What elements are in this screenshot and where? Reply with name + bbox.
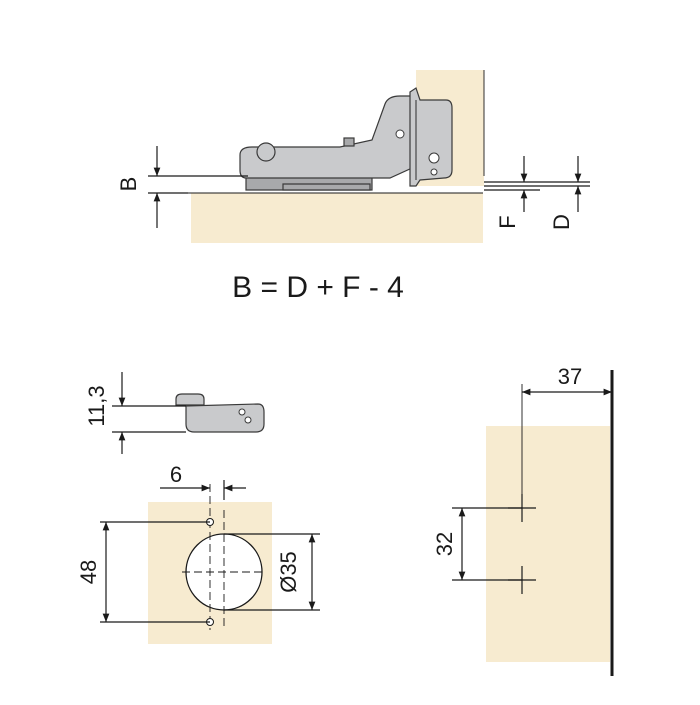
dimension-f-d: F D bbox=[484, 156, 590, 230]
label-cup-diameter: Ø35 bbox=[276, 551, 301, 593]
hinge-cup bbox=[409, 87, 453, 187]
formula: B = D + F - 4 bbox=[232, 271, 404, 304]
label-d: D bbox=[549, 214, 574, 230]
label-f: F bbox=[495, 215, 520, 228]
arm-pivot bbox=[256, 142, 276, 162]
cabinet-panel bbox=[191, 193, 483, 243]
label-side-height: 11,3 bbox=[84, 385, 109, 426]
label-cup-height: 48 bbox=[76, 560, 101, 584]
dimension-b: B bbox=[116, 146, 248, 228]
hinge-arm bbox=[239, 95, 413, 191]
cup-view: 6 48 Ø35 bbox=[76, 462, 320, 644]
label-b: B bbox=[116, 177, 141, 192]
side-view: 11,3 bbox=[84, 372, 265, 454]
mount-view: 37 32 bbox=[432, 364, 614, 676]
label-mount-spacing: 32 bbox=[432, 532, 457, 556]
label-offset: 6 bbox=[170, 462, 182, 487]
cabinet-side bbox=[486, 426, 610, 662]
assembly-view: B F D B = D + F - 4 bbox=[116, 70, 590, 304]
label-mount-distance: 37 bbox=[558, 364, 582, 389]
